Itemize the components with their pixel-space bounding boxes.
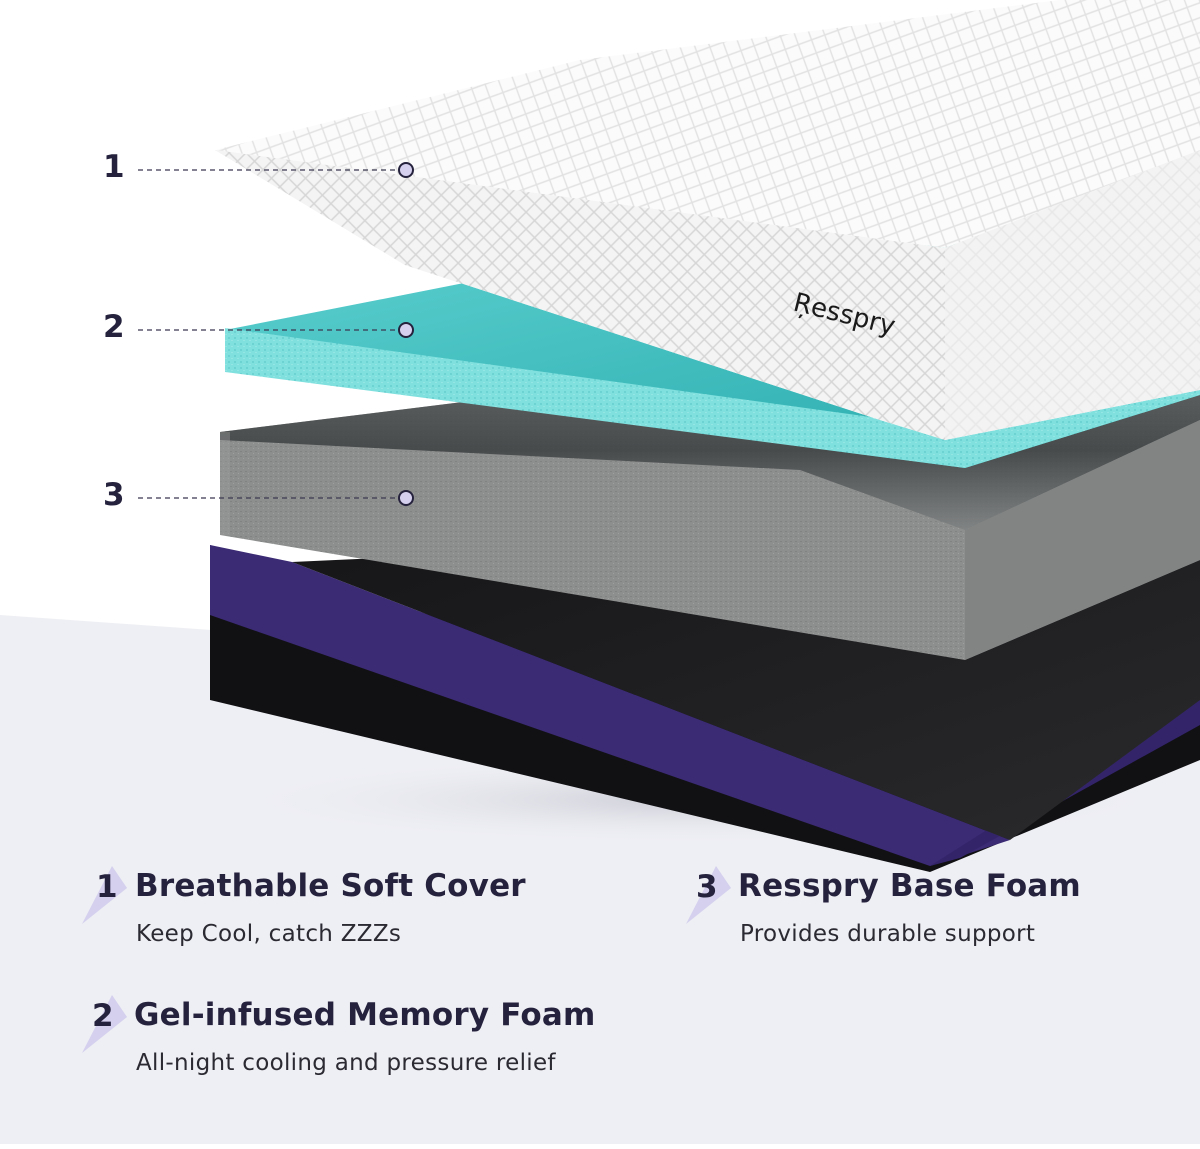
feature-title: Breathable Soft Cover (135, 868, 526, 904)
sparkle-badge-icon (82, 866, 127, 924)
sparkle-badge-icon (686, 866, 731, 924)
feature-title: Resspry Base Foam (738, 868, 1081, 904)
feature-number: 1 (96, 869, 118, 905)
callout-number-3: 3 (103, 477, 125, 513)
feature-subtitle: Keep Cool, catch ZZZs (136, 921, 402, 947)
callout-number-2: 2 (103, 309, 125, 345)
callout-number-1: 1 (103, 149, 125, 185)
feature-subtitle: Provides durable support (740, 921, 1036, 947)
feature-number: 3 (696, 869, 718, 905)
feature-subtitle: All-night cooling and pressure relief (136, 1050, 556, 1076)
sparkle-badge-icon (82, 995, 127, 1053)
feature-number: 2 (92, 998, 114, 1034)
feature-title: Gel-infused Memory Foam (134, 997, 596, 1033)
